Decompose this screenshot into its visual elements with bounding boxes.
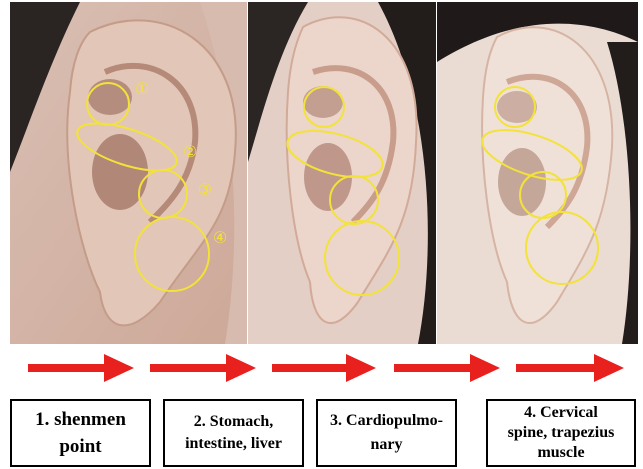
label-4-line-2: spine, trapezius xyxy=(508,423,615,443)
label-4-line-3: muscle xyxy=(508,443,615,463)
stomach-ellipse-2 xyxy=(282,122,387,186)
cardio-circle-2 xyxy=(330,176,378,224)
marker-4: ④ xyxy=(213,228,227,247)
label-1-line-1: 1. shenmen xyxy=(35,406,126,433)
shenmen-circle-3 xyxy=(495,87,535,127)
cervical-circle-2 xyxy=(325,221,399,295)
sequence-arrows xyxy=(0,348,643,388)
label-4-line-1: 4. Cervical xyxy=(508,403,615,423)
label-3-line-2: nary xyxy=(330,433,443,457)
stomach-ellipse-3 xyxy=(476,120,587,190)
right-arrow-icon xyxy=(394,354,500,382)
label-box-3: 3. Cardiopulmo- nary xyxy=(316,399,457,467)
label-box-2: 2. Stomach, intestine, liver xyxy=(163,399,304,467)
marker-1: ① xyxy=(135,79,149,98)
label-1-line-2: point xyxy=(35,433,126,460)
cervical-circle-3 xyxy=(526,212,598,284)
shenmen-circle-2 xyxy=(304,87,344,127)
right-arrow-icon xyxy=(150,354,256,382)
marker-2: ② xyxy=(183,142,197,161)
cervical-circle-1 xyxy=(135,217,209,291)
label-3-line-1: 3. Cardiopulmo- xyxy=(330,409,443,433)
label-2-line-1: 2. Stomach, xyxy=(185,411,282,433)
label-box-4: 4. Cervical spine, trapezius muscle xyxy=(486,399,636,467)
right-arrow-icon xyxy=(516,354,624,382)
cardio-circle-1 xyxy=(139,170,187,218)
right-arrow-icon xyxy=(272,354,376,382)
label-2-line-2: intestine, liver xyxy=(185,433,282,455)
marker-3: ③ xyxy=(198,180,212,199)
label-box-1: 1. shenmen point xyxy=(10,399,151,467)
right-arrow-icon xyxy=(28,354,134,382)
shenmen-circle-1 xyxy=(87,83,129,125)
